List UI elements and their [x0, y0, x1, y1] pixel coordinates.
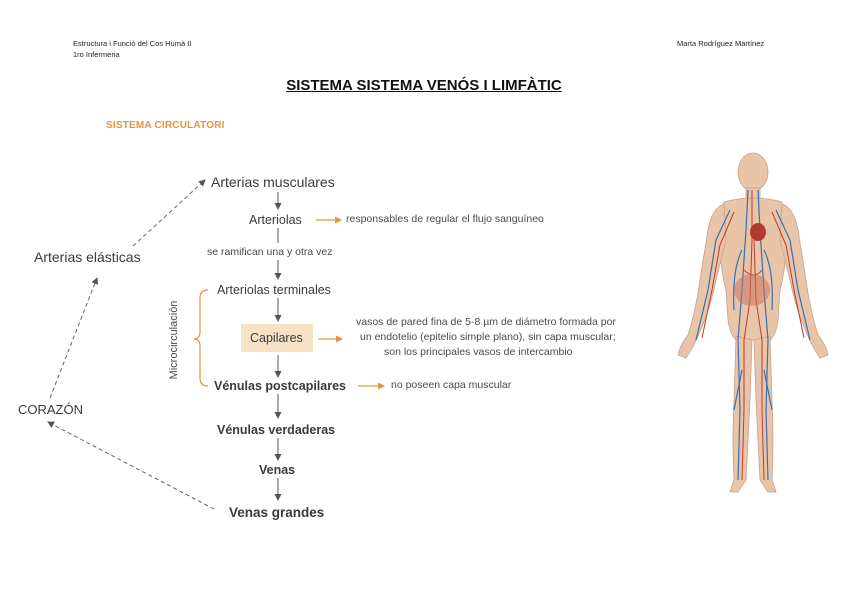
node-capilares: Capilares: [250, 331, 303, 345]
arrow-grandes-corazon: [47, 421, 215, 510]
section-heading: SISTEMA CIRCULATORI: [106, 120, 225, 131]
header-course: Estructura i Funció del Cos Humà II: [73, 39, 192, 48]
node-ramifican: se ramifican una y otra vez: [207, 246, 333, 258]
node-arterias-musculares: Arterias musculares: [211, 174, 335, 190]
microcirculation-bracket: [193, 289, 209, 387]
capilares-highlight: [241, 324, 313, 352]
node-venas-grandes: Venas grandes: [229, 505, 325, 520]
node-venas: Venas: [259, 463, 296, 477]
node-arteriolas-terminales: Arteriolas terminales: [217, 283, 331, 297]
note-venulas-postcapilares: no poseen capa muscular: [391, 379, 512, 391]
label-microcirculacion: Microcirculación: [168, 300, 180, 380]
note-capilares-line1: vasos de pared fina de 5-8 µm de diámetr…: [356, 316, 616, 328]
arrow-elasticas-musculares: [132, 179, 206, 247]
human-circulatory-system-icon: [677, 152, 829, 493]
note-capilares-line2: un endotelio (epitelio simple plano), si…: [360, 331, 616, 343]
node-corazon: CORAZÓN: [18, 402, 83, 417]
header-author: Marta Rodríguez Martínez: [677, 39, 765, 48]
node-venulas-verdaderas: Vénulas verdaderas: [217, 423, 336, 437]
note-arteriolas: responsables de regular el flujo sanguín…: [346, 213, 544, 225]
page-title: SISTEMA SISTEMA VENÓS I LIMFÀTIC: [286, 77, 562, 94]
node-arteriolas: Arteriolas: [249, 213, 302, 227]
header-year: 1ro Infermeria: [73, 50, 120, 59]
note-capilares-line3: son los principales vasos de intercambio: [384, 346, 573, 358]
node-venulas-postcapilares: Vénulas postcapilares: [214, 379, 347, 393]
node-arterias-elasticas: Arterias elásticas: [34, 249, 141, 265]
arrow-corazon-elasticas: [49, 277, 99, 399]
